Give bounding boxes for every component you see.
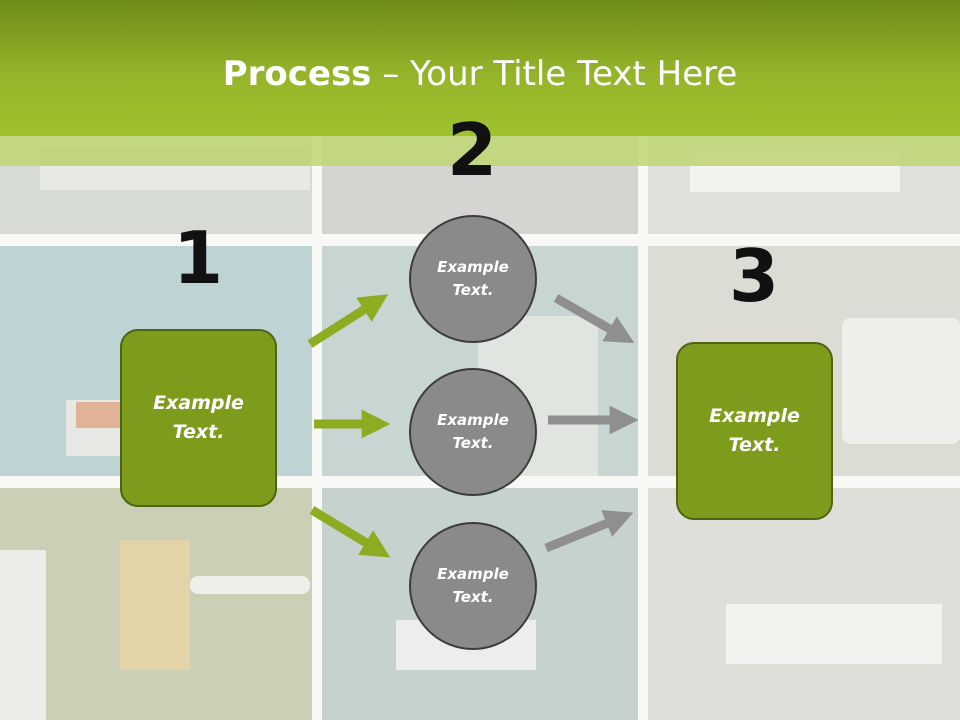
circle-middle: Example Text. [409, 368, 537, 496]
title-band [0, 136, 960, 166]
title-rest: – Your Title Text Here [371, 54, 738, 94]
circle-top: Example Text. [409, 215, 537, 343]
step-3-text: Example Text. [709, 405, 800, 456]
arrow-gray-up [544, 510, 634, 553]
circle-bottom: Example Text. [409, 522, 537, 650]
title-bold: Process [222, 54, 372, 94]
step-1-box: Example Text. [120, 329, 277, 507]
step-number-2: 2 [446, 108, 498, 192]
arrow-green-up [307, 294, 389, 348]
circle-bottom-text: Example Text. [437, 565, 509, 606]
page-title: Process – Your Title Text Here [0, 50, 960, 98]
step-3-box: Example Text. [676, 342, 833, 520]
arrow-green-down [309, 506, 391, 558]
title-bar [0, 0, 960, 136]
step-1-text: Example Text. [153, 392, 244, 443]
step-number-3: 3 [728, 234, 780, 318]
arrow-gray-down [553, 294, 635, 344]
step-number-1: 1 [172, 216, 224, 300]
circle-middle-text: Example Text. [437, 411, 509, 452]
circle-top-text: Example Text. [437, 258, 509, 299]
